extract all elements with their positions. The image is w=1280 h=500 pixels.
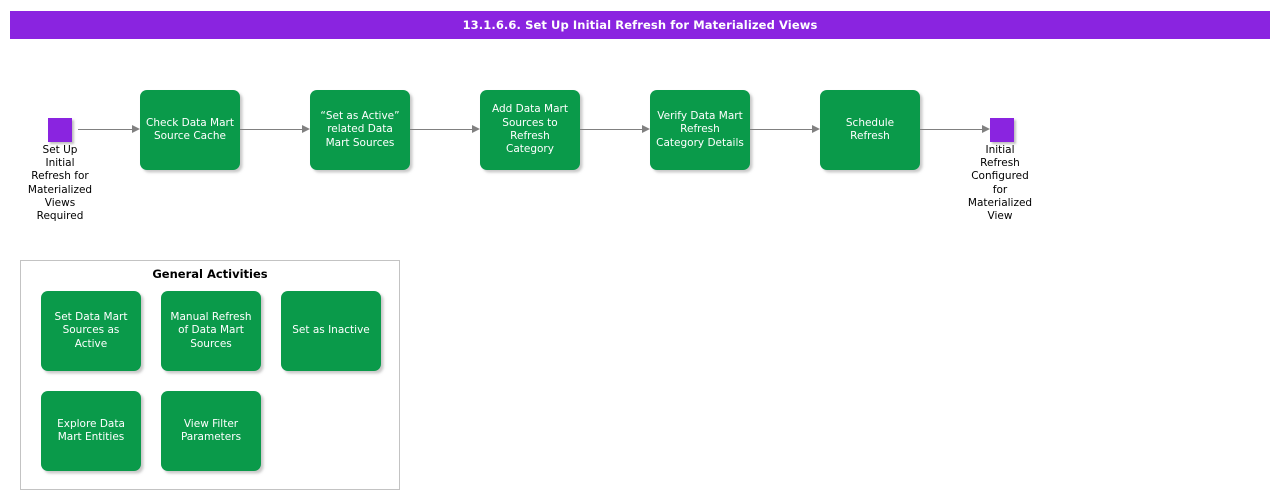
page-header-bar: 13.1.6.6. Set Up Initial Refresh for Mat… (10, 11, 1270, 39)
process-box-check-data-mart-source-cache[interactable]: Check Data Mart Source Cache (140, 90, 240, 170)
end-terminal-node[interactable] (990, 118, 1014, 142)
connector-step-4-to-step-5 (750, 129, 812, 130)
connector-step-3-to-step-4 (580, 129, 642, 130)
connector-step-5-to-end (920, 129, 982, 130)
process-flow-diagram: Set Up Initial Refresh for Materialized … (27, 90, 1033, 223)
arrowhead-start-to-step-1 (132, 125, 140, 133)
general-activities-title: General Activities (152, 267, 268, 281)
end-terminal-label: Initial Refresh Configured for Materiali… (967, 144, 1033, 223)
start-terminal-node[interactable] (48, 118, 72, 142)
page-title: 13.1.6.6. Set Up Initial Refresh for Mat… (462, 18, 818, 32)
connector-start-to-step-1 (78, 129, 132, 130)
arrowhead-step-1-to-step-2 (302, 125, 310, 133)
activity-box-set-data-mart-sources-as-active[interactable]: Set Data Mart Sources as Active (41, 291, 141, 371)
connector-step-2-to-step-3 (410, 129, 472, 130)
arrowhead-step-4-to-step-5 (812, 125, 820, 133)
arrowhead-step-3-to-step-4 (642, 125, 650, 133)
activity-box-view-filter-parameters[interactable]: View Filter Parameters (161, 391, 261, 471)
arrowhead-step-2-to-step-3 (472, 125, 480, 133)
process-box-schedule-refresh[interactable]: Schedule Refresh (820, 90, 920, 170)
process-box-set-as-active-related-data-mart-sources[interactable]: “Set as Active” related Data Mart Source… (310, 90, 410, 170)
arrowhead-step-5-to-end (982, 125, 990, 133)
process-box-verify-data-mart-refresh-category-details[interactable]: Verify Data Mart Refresh Category Detail… (650, 90, 750, 170)
activity-box-explore-data-mart-entities[interactable]: Explore Data Mart Entities (41, 391, 141, 471)
process-box-add-data-mart-sources-to-refresh-category[interactable]: Add Data Mart Sources to Refresh Categor… (480, 90, 580, 170)
activity-box-set-as-inactive[interactable]: Set as Inactive (281, 291, 381, 371)
activity-box-manual-refresh-of-data-mart-sources[interactable]: Manual Refresh of Data Mart Sources (161, 291, 261, 371)
general-activities-panel: General Activities Set Data Mart Sources… (20, 260, 400, 490)
connector-step-1-to-step-2 (240, 129, 302, 130)
start-terminal-label: Set Up Initial Refresh for Materialized … (27, 144, 93, 223)
